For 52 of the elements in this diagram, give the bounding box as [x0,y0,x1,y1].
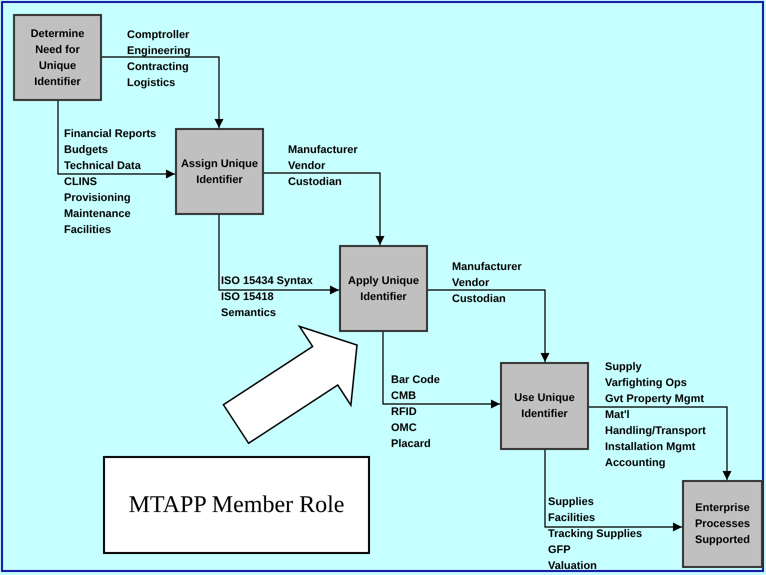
flow-label: CMB [391,389,416,404]
flow-label: GFP [548,543,571,558]
flow-label: Supplies [548,495,594,510]
flow-label: Maintenance [64,207,131,222]
role-box: MTAPP Member Role [103,456,370,554]
arrow [57,101,175,178]
flow-label: Handling/Transport [605,424,706,439]
flow-label: OMC [391,421,417,436]
flow-label: Semantics [221,306,276,321]
flow-label: RFID [391,405,417,420]
flow-label: Custodian [288,175,342,190]
flow-label: Budgets [64,143,108,158]
arrow [589,406,732,480]
arrow [428,289,550,362]
flow-label: Vendor [452,276,490,291]
flow-label: Logistics [127,76,176,91]
flow-label: Varfighting Ops [605,376,687,391]
flow-label: Supply [605,360,642,375]
process-box: Determine Need for Unique Identifier [13,14,102,101]
flow-label: Bar Code [391,373,440,388]
flow-label: Contracting [127,60,189,75]
flow-label: Tracking Supplies [548,527,642,542]
process-box: Assign Unique Identifier [175,128,264,215]
flow-label: Accounting [605,456,666,471]
process-box: Apply Unique Identifier [339,245,428,332]
flow-label: Placard [391,437,431,452]
arrow [218,215,339,294]
flow-label: Manufacturer [452,260,522,275]
flow-label: Facilities [64,223,112,238]
arrow [102,56,224,128]
flow-label: ISO 15418 [221,290,274,305]
flow-label: Vendor [288,159,326,174]
arrow [264,172,384,245]
arrow [544,450,682,532]
flow-label: Provisioning [64,191,131,206]
flow-label: Manufacturer [288,143,358,158]
flow-label: Valuation [548,559,597,574]
flow-label: Mat'l [605,408,630,423]
flow-label: Engineering [127,44,191,59]
flow-label: Comptroller [127,28,190,43]
flow-label: Technical Data [64,159,141,174]
flow-label: Installation Mgmt [605,440,696,455]
process-box: Enterprise Processes Supported [682,480,763,568]
flow-label: Financial Reports [64,127,156,142]
block-arrow [222,325,358,444]
flow-label: Gvt Property Mgmt [605,392,704,407]
flow-label: Facilities [548,511,596,526]
flow-label: ISO 15434 Syntax [221,274,313,289]
arrow [382,332,500,408]
flow-label: Custodian [452,292,506,307]
process-box: Use Unique Identifier [500,362,589,450]
flow-label: CLINS [64,175,97,190]
